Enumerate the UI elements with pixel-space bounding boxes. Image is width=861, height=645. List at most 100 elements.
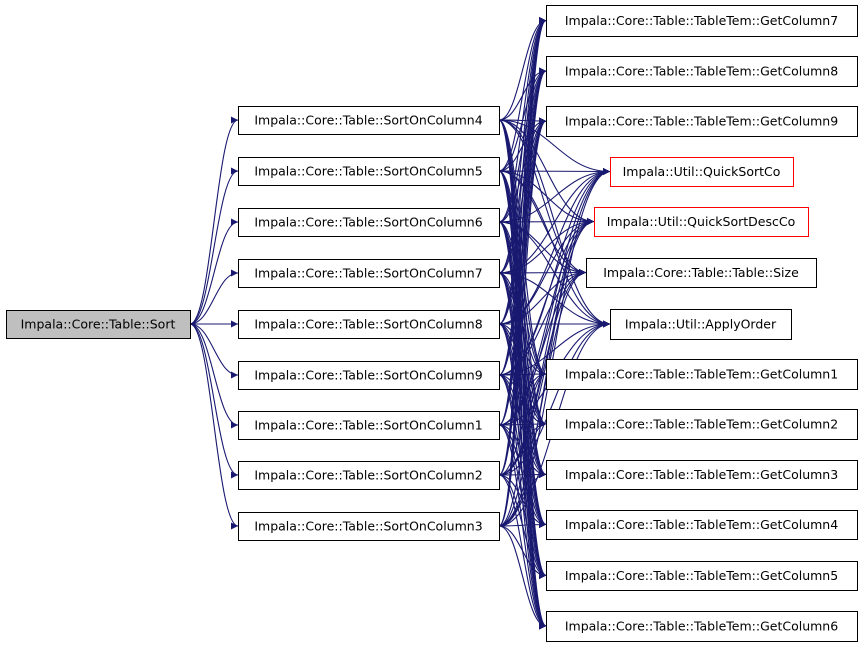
node-ao-box — [610, 309, 792, 340]
edge-s5-to-g7 — [498, 17, 547, 172]
edges-layer — [189, 17, 611, 630]
edge-sort-to-s1 — [189, 323, 239, 429]
node-s1[interactable]: Impala::Core::Table::SortOnColumn1 — [238, 411, 500, 440]
node-s5-box — [238, 157, 500, 186]
edge-s9-to-g3 — [498, 374, 547, 478]
nodes-layer: Impala::Core::Table::SortImpala::Core::T… — [6, 5, 858, 642]
node-qs-box — [610, 157, 794, 187]
edge-s9-to-g9 — [498, 117, 547, 376]
node-qsd-label: Impala::Util::QuickSortDescCo — [607, 214, 795, 229]
edge-s9-to-qsd — [498, 218, 595, 376]
node-g5-box — [546, 561, 858, 591]
node-g1-box — [546, 359, 858, 390]
node-s8[interactable]: Impala::Core::Table::SortOnColumn8 — [238, 310, 500, 339]
node-ao-label: Impala::Util::ApplyOrder — [625, 317, 777, 332]
edge-sort-to-s9 — [189, 323, 239, 379]
node-g1[interactable]: Impala::Core::Table::TableTem::GetColumn… — [546, 359, 858, 390]
node-g8-box — [546, 56, 858, 87]
edge-s9-to-size — [498, 269, 587, 376]
node-s2-label: Impala::Core::Table::SortOnColumn2 — [254, 468, 482, 483]
node-g2-label: Impala::Core::Table::TableTem::GetColumn… — [565, 417, 838, 432]
node-g9-label: Impala::Core::Table::TableTem::GetColumn… — [565, 114, 838, 129]
node-ao[interactable]: Impala::Util::ApplyOrder — [610, 309, 792, 340]
node-g3[interactable]: Impala::Core::Table::TableTem::GetColumn… — [546, 460, 858, 490]
edge-s7-to-g7 — [498, 17, 547, 274]
node-g2[interactable]: Impala::Core::Table::TableTem::GetColumn… — [546, 409, 858, 440]
node-s9-box — [238, 361, 500, 390]
edge-s9-to-g7 — [498, 17, 547, 376]
node-s1-label: Impala::Core::Table::SortOnColumn1 — [254, 418, 482, 433]
node-g6[interactable]: Impala::Core::Table::TableTem::GetColumn… — [546, 611, 858, 642]
node-g6-box — [546, 611, 858, 642]
node-sort-box — [6, 310, 191, 339]
node-qsd-box — [594, 207, 809, 237]
node-g3-box — [546, 460, 858, 490]
node-s4-label: Impala::Core::Table::SortOnColumn4 — [254, 113, 482, 128]
edge-s5-to-qs — [498, 167, 611, 175]
node-s7-box — [238, 259, 500, 288]
edge-sort-to-s5 — [189, 167, 239, 325]
edge-s8-to-size — [498, 269, 587, 325]
node-s6[interactable]: Impala::Core::Table::SortOnColumn6 — [238, 208, 500, 237]
edge-s3-to-size — [498, 269, 587, 527]
node-size-box — [586, 258, 817, 288]
node-g7[interactable]: Impala::Core::Table::TableTem::GetColumn… — [546, 5, 858, 37]
node-sort-label: Impala::Core::Table::Sort — [21, 317, 176, 332]
edge-s9-to-g6 — [498, 374, 547, 630]
edge-s3-to-g6 — [498, 525, 547, 630]
node-sort[interactable]: Impala::Core::Table::Sort — [6, 310, 191, 339]
node-s5-label: Impala::Core::Table::SortOnColumn5 — [254, 164, 482, 179]
node-qs[interactable]: Impala::Util::QuickSortCo — [610, 157, 794, 187]
node-g5-label: Impala::Core::Table::TableTem::GetColumn… — [565, 568, 838, 583]
edge-s4-to-size — [498, 119, 587, 276]
edge-s7-to-size — [498, 269, 587, 277]
node-g9-box — [546, 106, 858, 137]
node-g9[interactable]: Impala::Core::Table::TableTem::GetColumn… — [546, 106, 858, 137]
node-g4-label: Impala::Core::Table::TableTem::GetColumn… — [565, 517, 838, 532]
edge-sort-to-s4 — [189, 116, 239, 325]
edge-s9-to-g8 — [498, 67, 547, 376]
edge-s6-to-g7 — [498, 17, 547, 223]
node-g2-box — [546, 409, 858, 440]
node-s3[interactable]: Impala::Core::Table::SortOnColumn3 — [238, 512, 500, 541]
edge-s4-to-g7 — [498, 17, 547, 121]
node-size-label: Impala::Core::Table::Table::Size — [603, 265, 799, 280]
node-g7-box — [546, 5, 858, 37]
node-s6-label: Impala::Core::Table::SortOnColumn6 — [254, 215, 482, 230]
node-s7[interactable]: Impala::Core::Table::SortOnColumn7 — [238, 259, 500, 288]
node-s4[interactable]: Impala::Core::Table::SortOnColumn4 — [238, 106, 500, 135]
node-g5[interactable]: Impala::Core::Table::TableTem::GetColumn… — [546, 561, 858, 591]
edge-s4-to-qs — [498, 119, 611, 175]
node-s3-label: Impala::Core::Table::SortOnColumn3 — [254, 519, 482, 534]
edge-s2-to-qs — [498, 168, 611, 476]
edge-sort-to-s3 — [189, 323, 239, 530]
node-s6-box — [238, 208, 500, 237]
edge-s9-to-g4 — [498, 374, 547, 528]
edge-s5-to-qsd — [498, 170, 595, 225]
node-g8-label: Impala::Core::Table::TableTem::GetColumn… — [565, 64, 838, 79]
node-s2-box — [238, 461, 500, 490]
edge-s2-to-ao — [498, 320, 611, 476]
node-s7-label: Impala::Core::Table::SortOnColumn7 — [254, 266, 482, 281]
node-s2[interactable]: Impala::Core::Table::SortOnColumn2 — [238, 461, 500, 490]
node-s8-box — [238, 310, 500, 339]
node-qsd[interactable]: Impala::Util::QuickSortDescCo — [594, 207, 809, 237]
node-s5[interactable]: Impala::Core::Table::SortOnColumn5 — [238, 157, 500, 186]
node-g4-box — [546, 510, 858, 540]
edge-s7-to-qsd — [498, 218, 595, 274]
edge-s9-to-g2 — [498, 374, 547, 428]
node-g6-label: Impala::Core::Table::TableTem::GetColumn… — [565, 619, 838, 634]
node-g1-label: Impala::Core::Table::TableTem::GetColumn… — [565, 367, 838, 382]
edge-s3-to-qs — [498, 168, 611, 527]
node-g8[interactable]: Impala::Core::Table::TableTem::GetColumn… — [546, 56, 858, 87]
node-s4-box — [238, 106, 500, 135]
node-size[interactable]: Impala::Core::Table::Table::Size — [586, 258, 817, 288]
node-s9-label: Impala::Core::Table::SortOnColumn9 — [254, 368, 482, 383]
node-s9[interactable]: Impala::Core::Table::SortOnColumn9 — [238, 361, 500, 390]
edge-s9-to-ao — [498, 320, 611, 376]
edge-sort-to-s2 — [189, 323, 239, 479]
node-g4[interactable]: Impala::Core::Table::TableTem::GetColumn… — [546, 510, 858, 540]
node-g3-label: Impala::Core::Table::TableTem::GetColumn… — [565, 467, 838, 482]
edge-sort-to-s6 — [189, 218, 239, 325]
